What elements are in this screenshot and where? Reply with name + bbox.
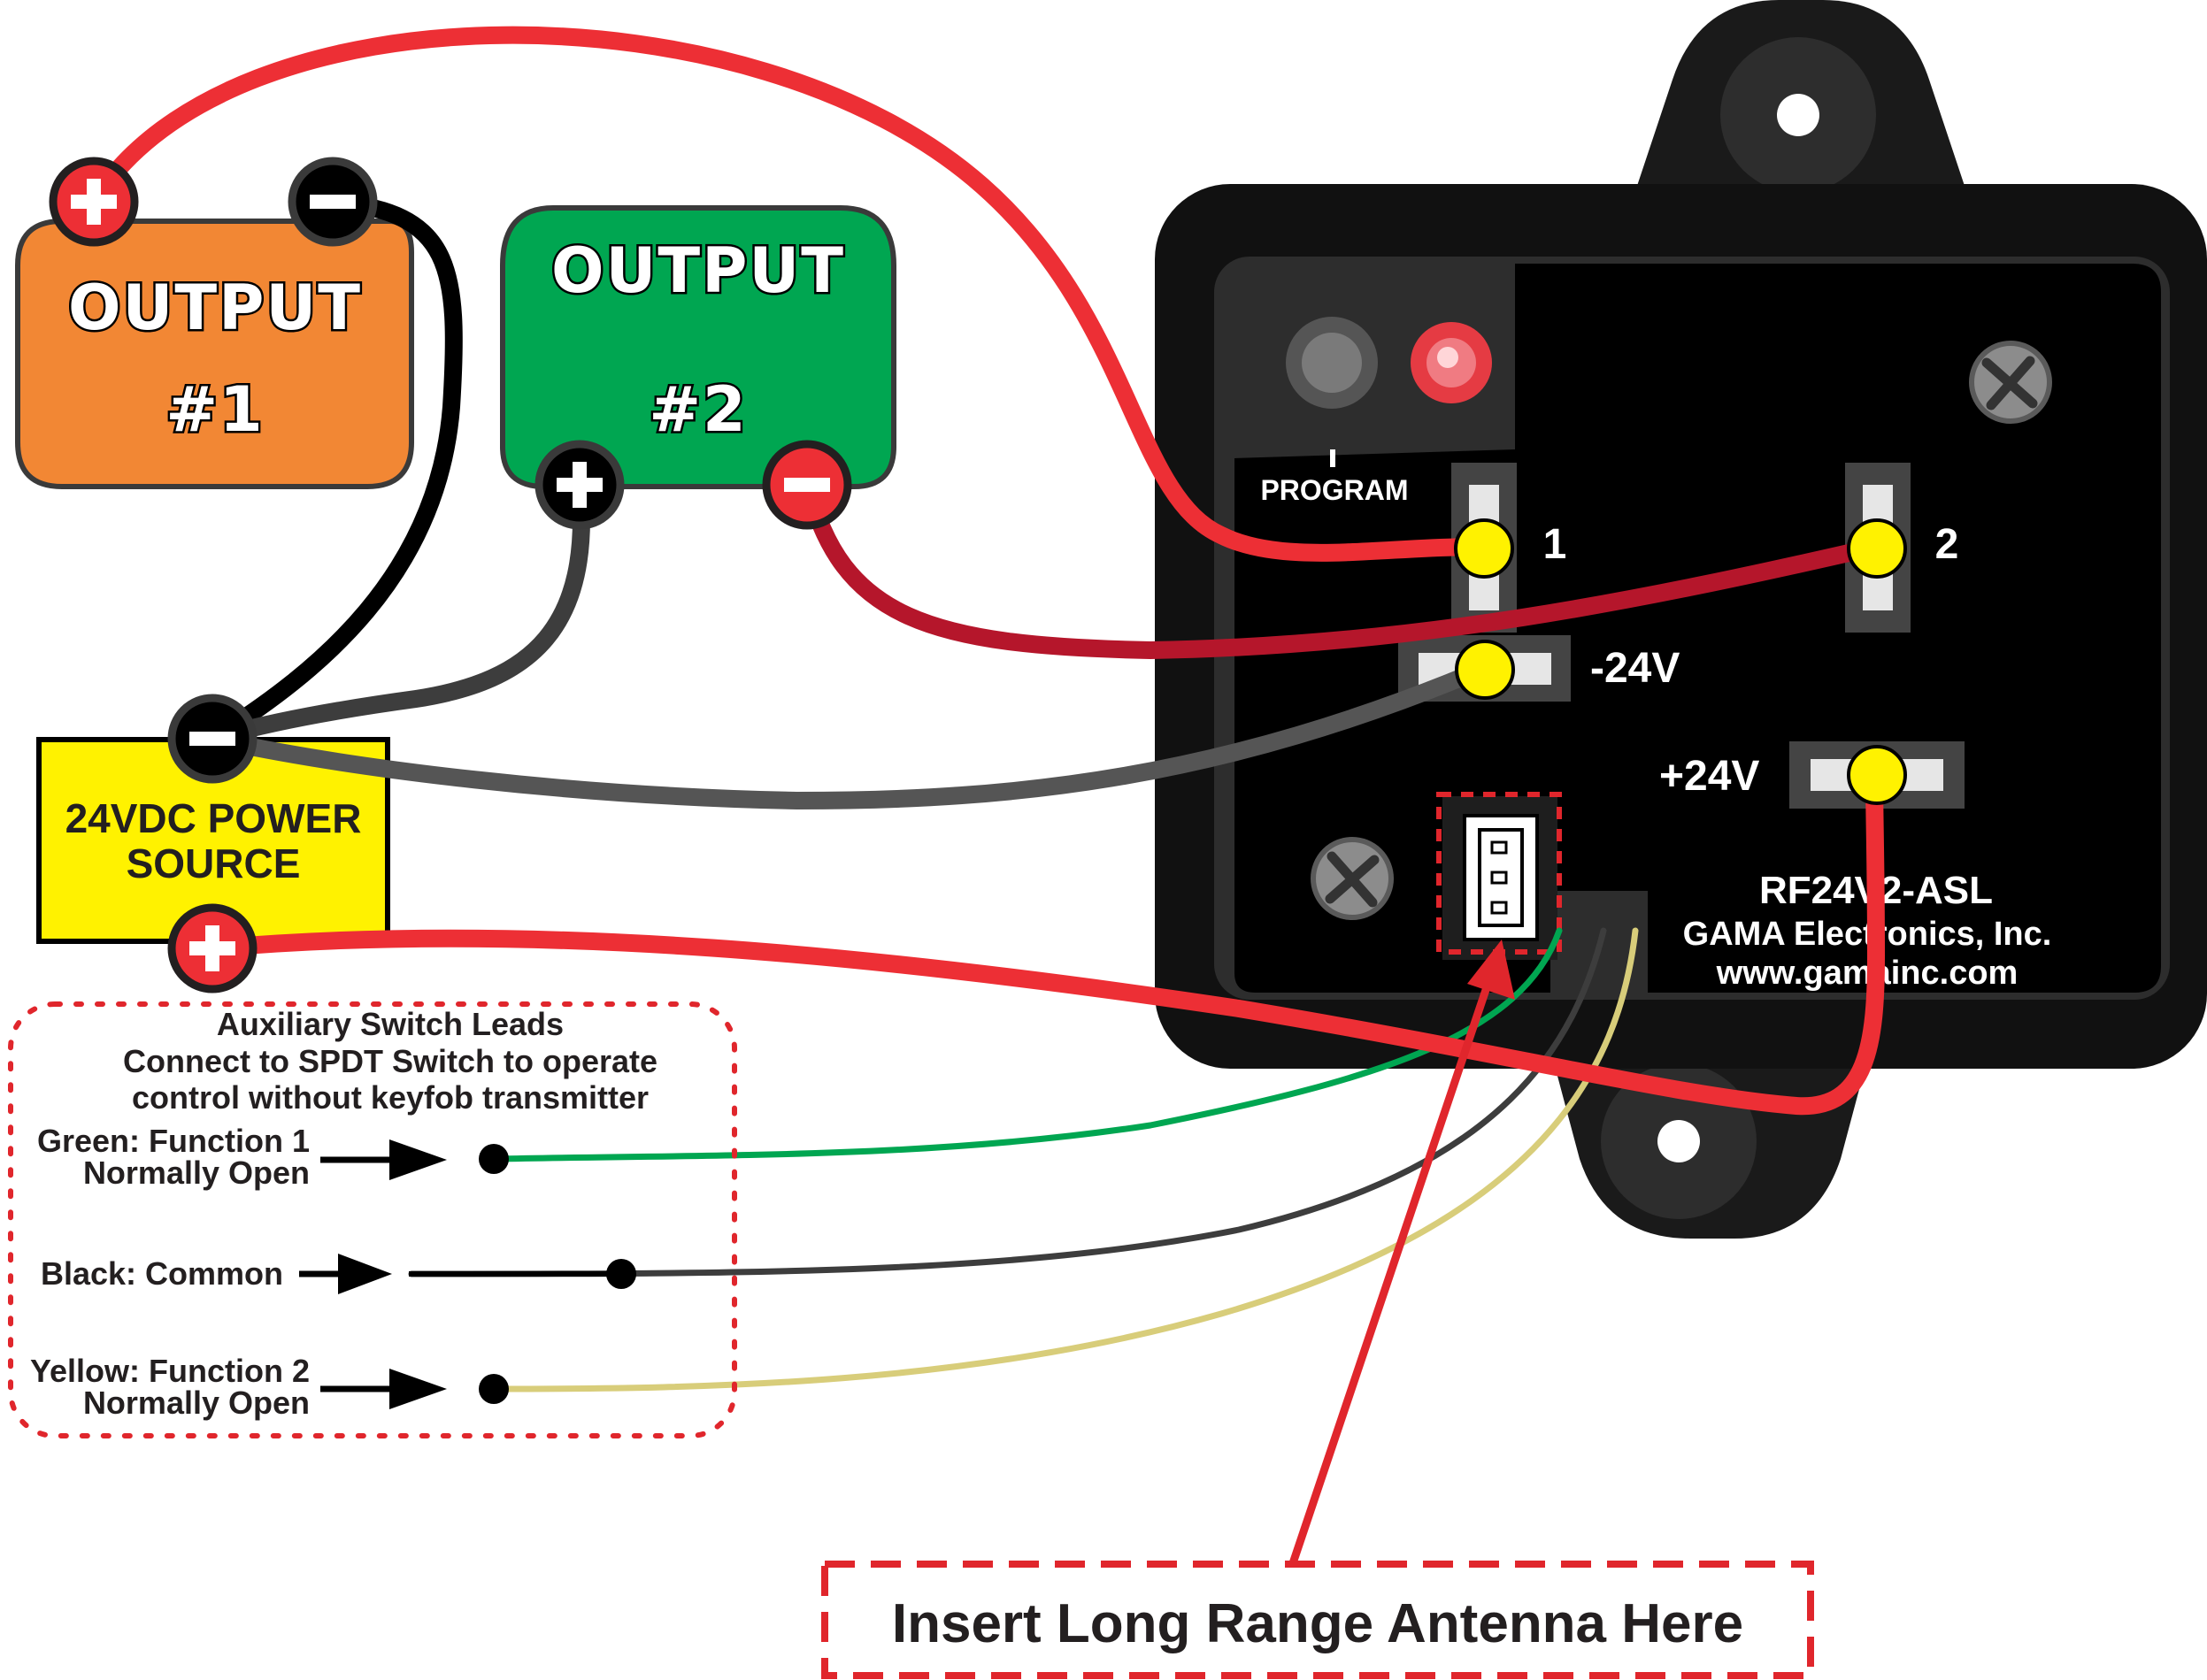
output-1: OUTPUT #1	[15, 219, 414, 489]
wires	[85, 26, 1886, 1392]
connector-icon	[1436, 792, 1562, 960]
aux-green-1: Green: Function 1	[37, 1123, 310, 1159]
switch-contact-yellow	[479, 1374, 509, 1404]
minus-icon	[762, 440, 852, 530]
output-2-label: OUTPUT	[551, 234, 845, 307]
program-tick	[1330, 449, 1335, 467]
terminal-1-label: 1	[1543, 521, 1567, 568]
wire-out1-neg	[204, 193, 463, 748]
terminal-dot-neg	[1455, 640, 1515, 700]
antenna-label: Insert Long Range Antenna Here	[892, 1593, 1743, 1654]
screw-icon	[1311, 837, 1394, 920]
terminal-dot-1	[1454, 518, 1514, 579]
device: PROGRAM 1 2 -24V +24V	[1155, 0, 2207, 1239]
output-2: OUTPUT #2	[500, 205, 896, 489]
switch-contact-common	[606, 1259, 636, 1289]
output-1-label: OUTPUT	[68, 272, 362, 344]
aux-green-2: Normally Open	[83, 1155, 310, 1191]
arrow-right-icon	[320, 1369, 447, 1409]
output-2-number: #2	[649, 373, 747, 446]
wire-out2-neg	[798, 473, 1885, 660]
terminal-2-label: 2	[1935, 521, 1959, 568]
terminal-dot-pos	[1847, 745, 1907, 805]
wire-aux-green	[492, 927, 1563, 1162]
program-label: PROGRAM	[1260, 474, 1408, 506]
aux-title-3: control without keyfob transmitter	[132, 1079, 649, 1116]
terminal-connections	[1454, 518, 1907, 805]
plus-icon	[167, 903, 258, 993]
led-icon	[1411, 322, 1492, 403]
button-icon[interactable]	[1286, 317, 1378, 409]
power-source-line2: SOURCE	[127, 840, 301, 886]
wire-source-neg	[204, 659, 1494, 810]
screw-icon	[1969, 341, 2052, 424]
plus-icon	[49, 157, 139, 247]
aux-switch-box: Auxiliary Switch Leads Connect to SPDT S…	[8, 1001, 737, 1438]
minus-icon	[167, 694, 258, 784]
aux-title-2: Connect to SPDT Switch to operate	[123, 1043, 657, 1079]
power-source-line1: 24VDC POWER	[65, 795, 362, 841]
mounting-tab-top	[1637, 0, 1965, 193]
wire-out2-pos	[204, 473, 590, 748]
aux-black: Black: Common	[41, 1255, 283, 1292]
terminal-pos-label: +24V	[1659, 753, 1759, 800]
aux-yellow-2: Normally Open	[83, 1385, 310, 1421]
wire-aux-black	[408, 927, 1607, 1277]
wire-out1-pos	[85, 26, 1487, 562]
wire-source-pos	[204, 766, 1886, 1116]
terminal-neg-label: -24V	[1590, 645, 1680, 692]
antenna-callout: Insert Long Range Antenna Here	[821, 940, 1814, 1679]
terminal-dot-2	[1847, 518, 1907, 579]
output-1-number: #1	[165, 373, 264, 446]
minus-icon	[288, 157, 378, 247]
switch-contact-green	[479, 1144, 509, 1174]
arrow-right-icon	[299, 1254, 392, 1294]
aux-yellow-1: Yellow: Function 2	[30, 1353, 310, 1389]
aux-title-1: Auxiliary Switch Leads	[217, 1006, 564, 1042]
plus-icon	[534, 440, 625, 530]
arrow-right-icon	[320, 1139, 447, 1180]
